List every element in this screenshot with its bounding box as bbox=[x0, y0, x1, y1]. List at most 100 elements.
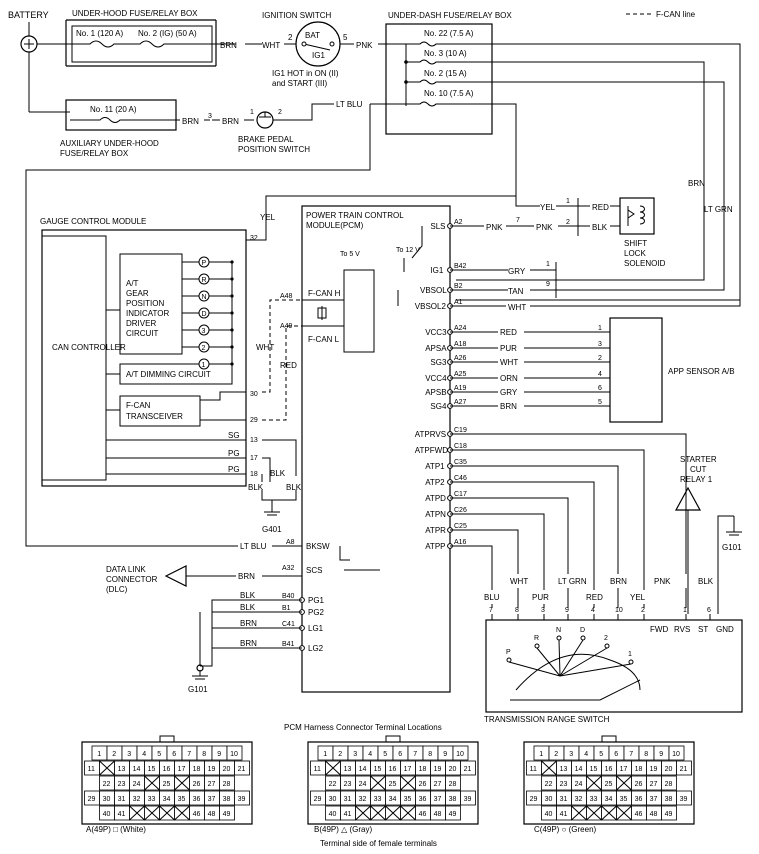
connector-terminal-number: 11 bbox=[530, 766, 537, 773]
pcm-pin-name: VBSOL2 bbox=[415, 302, 447, 311]
connector-terminal-number: 2 bbox=[338, 751, 342, 758]
trs-wire bbox=[450, 449, 645, 590]
connector-empty-cell bbox=[385, 805, 401, 821]
ground-wire-color: BLK bbox=[240, 603, 256, 612]
connector-terminal-number: 28 bbox=[449, 781, 457, 788]
connector-terminal-number: 7 bbox=[629, 751, 633, 758]
connector-terminal-number: 1 bbox=[539, 751, 543, 758]
connector-terminal-number: 39 bbox=[238, 796, 246, 803]
connector-terminal-number: 24 bbox=[359, 781, 367, 788]
connector-cell bbox=[445, 775, 461, 791]
pcm-pin-name: VBSOL bbox=[420, 286, 447, 295]
connector-empty-cell bbox=[541, 760, 557, 776]
connector-cell bbox=[445, 805, 461, 821]
driver-2: GEAR bbox=[126, 289, 149, 298]
driver-1: A/T bbox=[126, 279, 139, 288]
pcm-pin-id: C25 bbox=[454, 523, 467, 530]
gear-junction bbox=[230, 345, 234, 349]
connector-empty-cell bbox=[159, 805, 175, 821]
connector-housing bbox=[307, 741, 479, 825]
driver-3: POSITION bbox=[126, 299, 164, 308]
pcm-pin-name: APSB bbox=[425, 388, 446, 397]
gear-indicator-icon bbox=[198, 256, 210, 268]
connector-empty-cell bbox=[99, 760, 115, 776]
pcm-ground-pin-id: B1 bbox=[282, 605, 291, 612]
pcm: POWER TRAIN CONTROL MODULE(PCM) To 5 V T… bbox=[280, 205, 451, 693]
wire-brn-3: BRN bbox=[222, 117, 239, 126]
gauge-pg1: PG bbox=[228, 449, 240, 458]
connector-cell bbox=[676, 790, 692, 806]
driver-4: INDICATOR bbox=[126, 309, 169, 318]
trs-contact-line bbox=[559, 663, 632, 677]
trs-pin: 4 bbox=[591, 607, 595, 614]
connector-terminal-number: 41 bbox=[560, 811, 568, 818]
wire-brn-1: BRN bbox=[220, 41, 237, 50]
g101-right-label: G101 bbox=[722, 543, 742, 552]
gear-indicator-icon bbox=[198, 307, 210, 319]
connector-terminal-number: 27 bbox=[434, 781, 442, 788]
wire-red-sl: RED bbox=[592, 203, 609, 212]
connector-cell bbox=[219, 775, 235, 791]
underhood-title: UNDER-HOOD FUSE/RELAY BOX bbox=[72, 9, 198, 18]
gear-indicator-label: 3 bbox=[202, 328, 206, 335]
connector-terminal-number: 41 bbox=[344, 811, 352, 818]
app-wire-color: PUR bbox=[500, 344, 517, 353]
connector-terminal-number: 33 bbox=[374, 796, 382, 803]
ground-wire-color: BRN bbox=[240, 619, 257, 628]
connector-terminal-number: 29 bbox=[314, 796, 322, 803]
sl-pin-1: 1 bbox=[566, 198, 570, 205]
ground-wire-color: BRN bbox=[240, 639, 257, 648]
starter-name-1: STARTER bbox=[680, 455, 717, 464]
connector-terminal-number: 21 bbox=[238, 766, 246, 773]
ground-g101-left: G101 bbox=[188, 612, 208, 694]
connector-terminal-number: 36 bbox=[193, 796, 201, 803]
pcm-pin-name: ATPFWD bbox=[415, 446, 448, 455]
connector-terminal-number: 11 bbox=[88, 766, 95, 773]
app-wire-color: BRN bbox=[500, 402, 517, 411]
connector-terminal-number: 38 bbox=[223, 796, 231, 803]
connector-terminal-number: 35 bbox=[178, 796, 186, 803]
pcm-to12v: To 12 V bbox=[396, 247, 420, 254]
connector-terminal-number: 25 bbox=[605, 781, 613, 788]
connector-terminal-number: 13 bbox=[344, 766, 352, 773]
gauge-pin17: 17 bbox=[250, 455, 258, 462]
gear-indicator-label: 1 bbox=[202, 362, 206, 369]
sl-pin-2: 2 bbox=[566, 219, 570, 226]
pcm-ground-pin-id: C41 bbox=[282, 621, 295, 628]
fuse-no11: No. 11 (20 A) bbox=[90, 105, 137, 114]
connector-terminal-number: 2 bbox=[554, 751, 558, 758]
pcm-pin-id: A18 bbox=[454, 341, 467, 348]
pcm-pin-id: C17 bbox=[454, 491, 467, 498]
trs-wire-color: PNK bbox=[654, 577, 671, 586]
connector-terminal-number: 3 bbox=[569, 751, 573, 758]
connector-terminal-number: 16 bbox=[605, 766, 613, 773]
connector-terminal-number: 29 bbox=[88, 796, 96, 803]
trs-terminal-label: GND bbox=[716, 625, 734, 634]
connector-terminal-number: 32 bbox=[575, 796, 583, 803]
connector-terminal-number: 14 bbox=[133, 766, 141, 773]
aux-name-2: FUSE/RELAY BOX bbox=[60, 149, 129, 158]
sls-transistor bbox=[411, 226, 423, 259]
connector-terminal-number: 29 bbox=[530, 796, 538, 803]
trs-pin: 1 bbox=[683, 607, 687, 614]
connector-cell bbox=[661, 805, 677, 821]
connector-terminal-number: 27 bbox=[650, 781, 658, 788]
connector-terminal-number: 35 bbox=[620, 796, 628, 803]
ignition-pin-bat: 2 bbox=[288, 33, 293, 42]
connector-empty-cell bbox=[174, 775, 190, 791]
wire-pnk-1: PNK bbox=[356, 41, 373, 50]
connector-empty-cell bbox=[400, 775, 416, 791]
fcan-2: TRANSCEIVER bbox=[126, 412, 183, 421]
connector-terminal-number: 31 bbox=[118, 796, 126, 803]
gear-junction bbox=[230, 311, 234, 315]
connector-terminal-number: 17 bbox=[178, 766, 186, 773]
pcm-pin-id: C18 bbox=[454, 443, 467, 450]
trs-pin: 9 bbox=[565, 607, 569, 614]
pcm-pin-name: ATPR bbox=[425, 526, 446, 535]
trs-position-label: 2 bbox=[604, 635, 608, 642]
pcm-pin-id: A2 bbox=[454, 219, 463, 226]
connector-cell bbox=[226, 745, 243, 761]
wire-wht-1: WHT bbox=[262, 41, 280, 50]
